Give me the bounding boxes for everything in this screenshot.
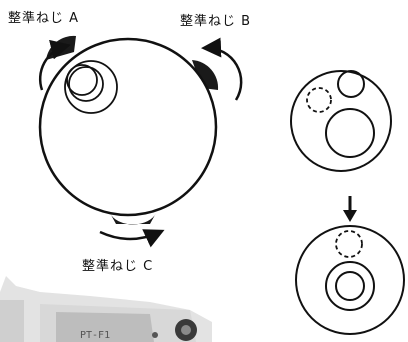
foot-screw-b [192, 60, 219, 90]
label-screw-c: 整準ねじ C [82, 259, 154, 274]
base-circle [38, 37, 218, 217]
bubble-before [290, 70, 392, 172]
down-arrow [343, 196, 357, 222]
rotation-arrow-c [99, 229, 165, 248]
base-plate [38, 35, 219, 225]
label-screw-a: 整準ねじ A [8, 11, 80, 26]
instrument-photo: PT-F1 [0, 276, 212, 342]
bubble-after [295, 225, 405, 335]
rotation-arrow-b [201, 37, 243, 101]
vial-outer-ring [64, 60, 118, 114]
instrument-model-text: PT-F1 [80, 330, 110, 341]
rotation-arrow-a [38, 39, 71, 91]
vial-inner-ring [68, 66, 104, 102]
vial-bubble [66, 64, 98, 96]
label-screw-b: 整準ねじ B [180, 14, 252, 29]
